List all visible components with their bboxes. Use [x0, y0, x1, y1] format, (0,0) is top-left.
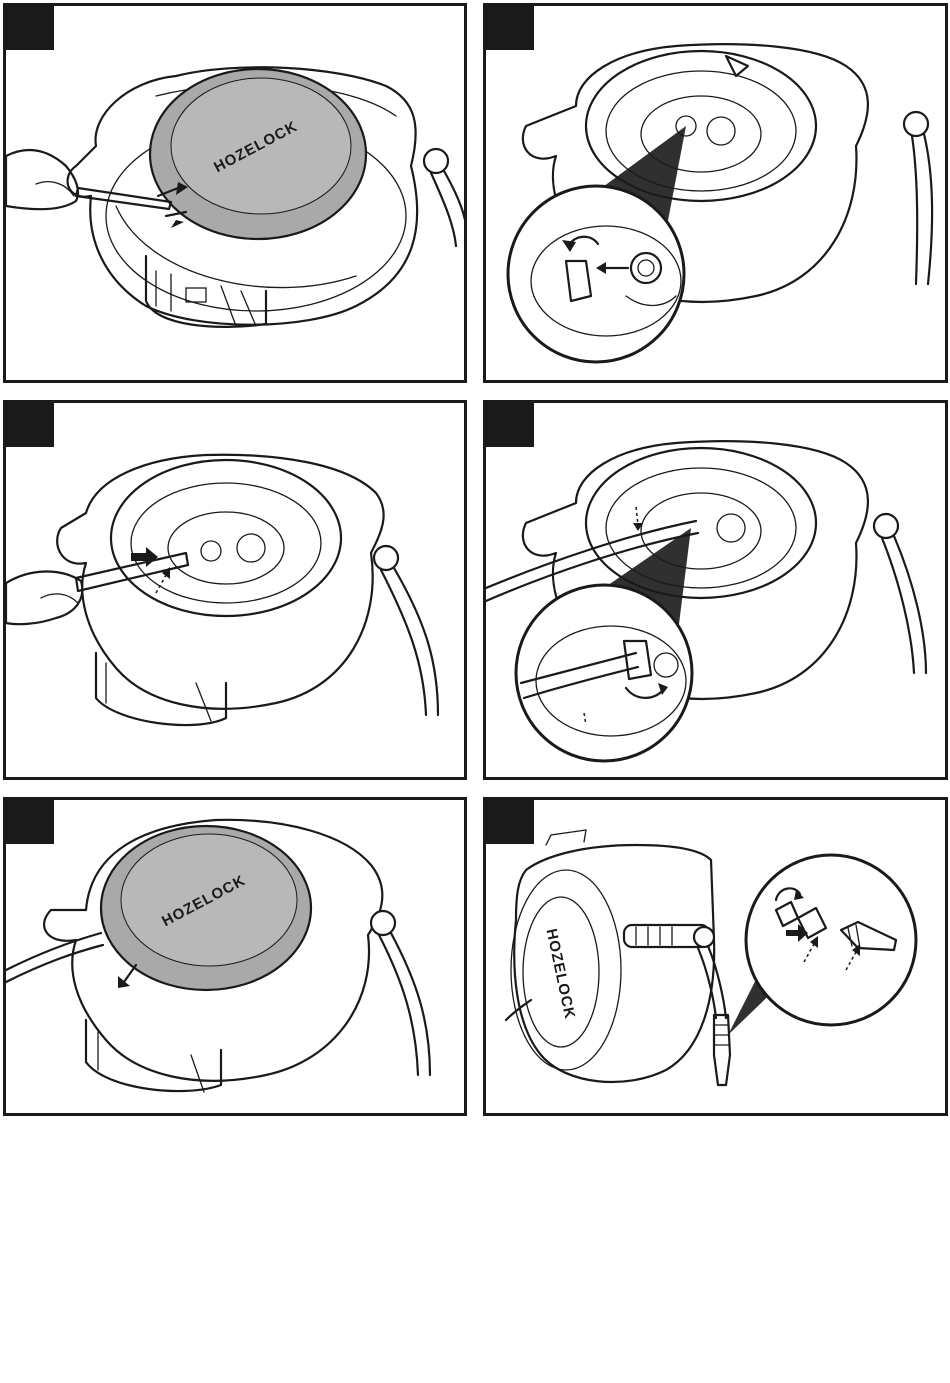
- step-panel-5: HOZELOCK: [3, 797, 467, 1116]
- hose-reel-open-illustration: [486, 6, 945, 380]
- step-panel-4: [483, 400, 948, 780]
- magnify-inset-icon: [746, 855, 916, 1025]
- hose-reel-refit-illustration: HOZELOCK: [6, 800, 464, 1113]
- step-panel-6: HOZELOCK: [483, 797, 948, 1116]
- hose-reel-insert-illustration: [6, 403, 464, 777]
- hand-icon: [6, 571, 82, 624]
- step-panel-1: HOZELOCK: [3, 3, 467, 383]
- hose-reel-tighten-illustration: [486, 403, 945, 777]
- magnify-inset-icon: [508, 186, 684, 362]
- hose-reel-cover-illustration: HOZELOCK: [6, 6, 464, 380]
- step-panel-2: [483, 3, 948, 383]
- hose-reel-nozzle-illustration: HOZELOCK: [486, 800, 945, 1113]
- logo-text: HOZELOCK: [543, 927, 579, 1021]
- magnify-inset-icon: [516, 585, 692, 761]
- step-panel-3: [3, 400, 467, 780]
- push-arrow-icon: [118, 965, 136, 988]
